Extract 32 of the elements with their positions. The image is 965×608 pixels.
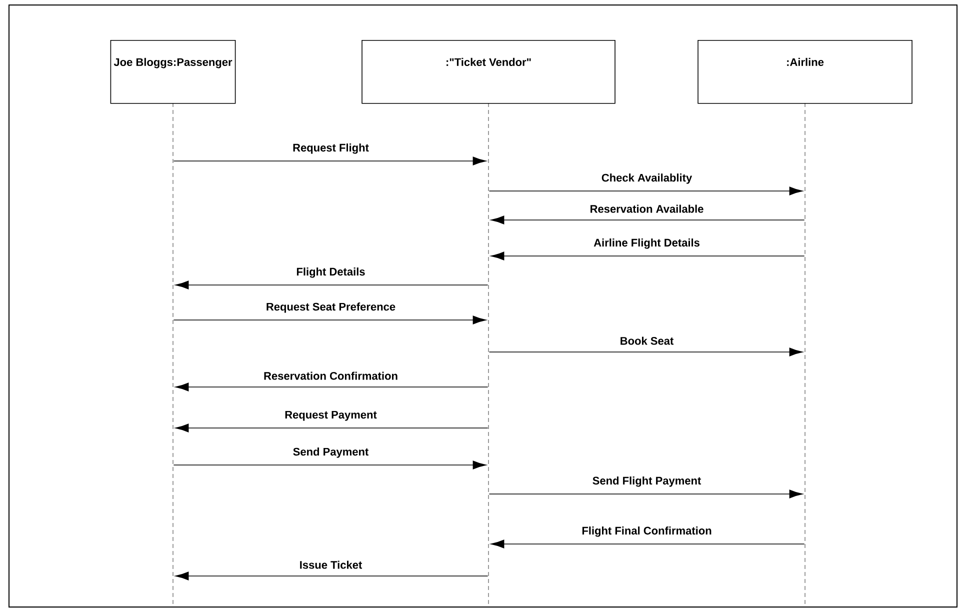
message-arrow [173,316,486,324]
participant-box: :"Ticket Vendor" [362,40,616,104]
message-label: Send Payment [293,448,368,458]
message-arrow [175,572,488,580]
message-label: Request Flight [293,144,369,154]
message-arrow [173,156,486,166]
message-label: Issue Ticket [300,560,362,569]
message-arrow [175,280,488,290]
participant-box: Joe Bloggs:Passenger [110,40,236,104]
message-label: Request Seat Preference [266,302,396,313]
message-label: Request Payment [285,410,377,421]
message-arrow [173,460,486,470]
lifeline [488,102,489,607]
message-arrow [490,252,805,260]
message-arrow [488,186,803,196]
message-arrow [175,382,488,392]
lifeline [804,102,806,607]
message-label: Airline Flight Details [594,238,700,249]
message-label: Reservation Confirmation [264,372,398,380]
message-arrow [490,540,805,548]
lifeline [172,102,174,607]
message-label: Flight Details [296,268,365,278]
message-label: Reservation Available [590,204,704,213]
message-label: Check Availablity [602,174,692,184]
message-arrow [175,424,488,432]
message-arrow [488,490,803,498]
message-label: Book Seat [620,336,674,345]
message-arrow [490,216,805,224]
message-label: Flight Final Confirmation [582,526,712,537]
message-label: Send Flight Payment [592,476,702,487]
participant-box: :Airline [698,40,912,104]
message-arrow [488,348,803,356]
